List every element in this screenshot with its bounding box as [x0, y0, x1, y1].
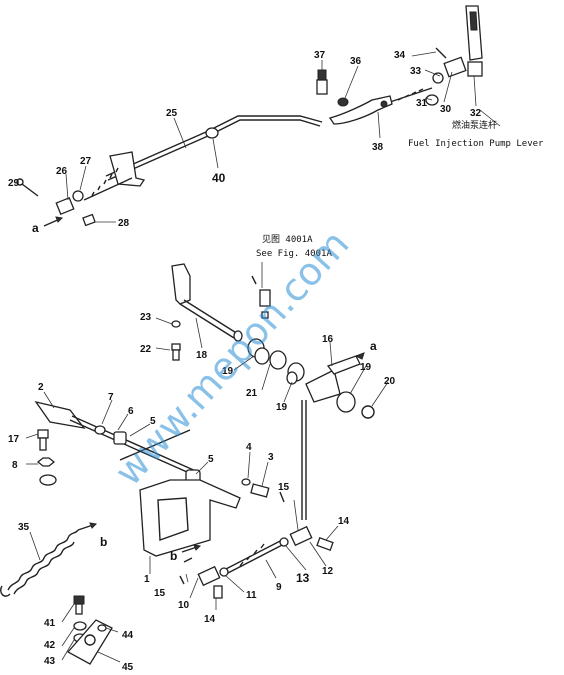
label-4: 4 [246, 442, 252, 453]
label-17: 17 [8, 434, 20, 445]
label-21: 21 [246, 388, 258, 399]
label-6: 6 [128, 406, 134, 417]
rod-25-assembly [16, 115, 323, 227]
pedal-assembly [25, 391, 270, 574]
note-see-fig-en: See Fig. 4001A [256, 249, 332, 259]
label-25: 25 [166, 108, 178, 119]
label-40: 40 [212, 171, 226, 185]
label-34: 34 [394, 50, 406, 61]
label-5a: 5 [150, 416, 156, 427]
pump-lever-assembly [316, 5, 501, 139]
label-45: 45 [122, 662, 134, 673]
label-15a: 15 [278, 482, 290, 493]
label-11: 11 [246, 590, 257, 601]
label-42: 42 [44, 640, 56, 651]
label-b2: b [170, 549, 177, 563]
label-19c: 19 [360, 362, 372, 373]
label-18: 18 [196, 350, 208, 361]
label-32: 32 [470, 108, 482, 119]
spring-assembly [0, 522, 121, 665]
label-14b: 14 [204, 614, 216, 625]
label-20: 20 [384, 376, 396, 387]
label-33: 33 [410, 66, 422, 77]
shaft-18-assembly [155, 262, 271, 361]
label-30: 30 [440, 104, 452, 115]
label-8: 8 [12, 460, 18, 471]
label-16: 16 [322, 334, 334, 345]
label-5b: 5 [208, 454, 214, 465]
label-3: 3 [268, 452, 274, 463]
label-14a: 14 [338, 516, 350, 527]
watermark: www.mepon.com [106, 222, 357, 494]
label-19a: 19 [222, 366, 234, 377]
label-1: 1 [144, 574, 150, 585]
bushing-assembly [233, 338, 389, 520]
label-29: 29 [8, 178, 20, 189]
link-rod-9 [179, 491, 339, 610]
label-41: 41 [44, 618, 56, 629]
label-26: 26 [56, 166, 68, 177]
note-see-fig-cn: 见图 4001A [262, 234, 313, 245]
label-13: 13 [296, 571, 310, 585]
label-12: 12 [322, 566, 334, 577]
label-38: 38 [372, 142, 384, 153]
label-36: 36 [350, 56, 362, 67]
label-43: 43 [44, 656, 56, 667]
label-a2: a [370, 339, 377, 353]
label-31: 31 [416, 98, 428, 109]
label-19b: 19 [276, 402, 288, 413]
label-37: 37 [314, 50, 326, 61]
label-15b: 15 [154, 588, 166, 599]
label-22: 22 [140, 344, 152, 355]
note-fuel-lever-en: Fuel Injection Pump Lever [408, 139, 544, 149]
label-2: 2 [38, 382, 44, 393]
note-fuel-lever-cn: 燃油泵连杆 [452, 119, 497, 131]
notes: 燃油泵连杆 Fuel Injection Pump Lever 见图 4001A… [256, 119, 544, 259]
label-23: 23 [140, 312, 152, 323]
part-labels: 1 2 3 4 5 5 6 7 8 9 10 11 12 13 14 14 15… [8, 50, 482, 673]
label-9: 9 [276, 582, 282, 593]
label-28: 28 [118, 218, 130, 229]
label-35: 35 [18, 522, 30, 533]
label-44: 44 [122, 630, 134, 641]
label-b1: b [100, 535, 107, 549]
label-a1: a [32, 221, 39, 235]
label-7: 7 [108, 392, 114, 403]
label-10: 10 [178, 600, 190, 611]
label-27: 27 [80, 156, 92, 167]
